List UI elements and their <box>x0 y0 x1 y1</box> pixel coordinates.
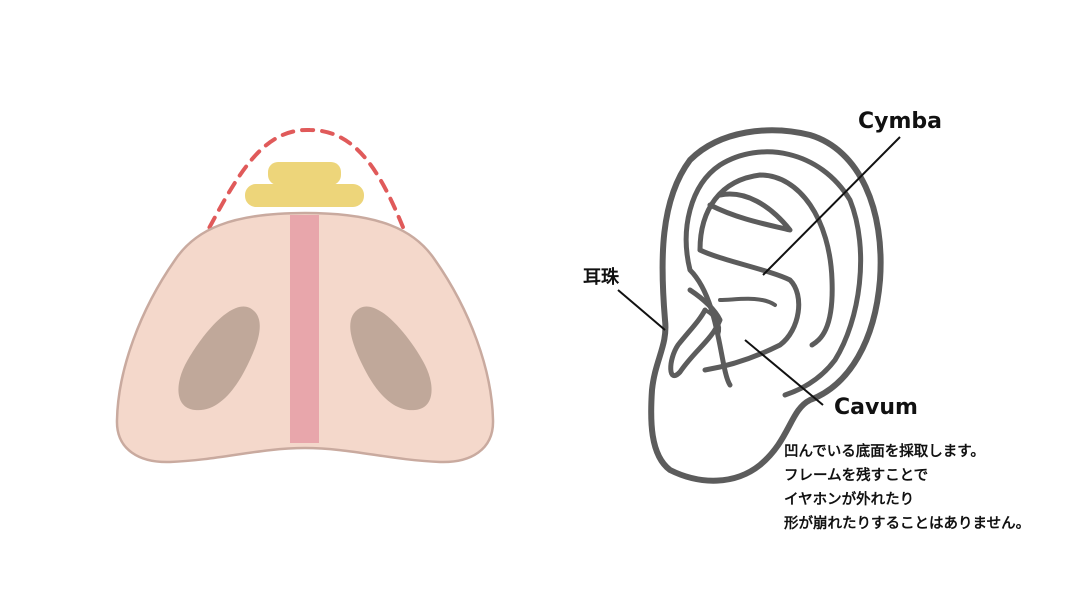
dashed-target-outline <box>198 127 412 247</box>
right-nostril <box>350 306 432 411</box>
ear-diagram <box>648 127 884 484</box>
ear-antitragus <box>668 287 723 378</box>
ear-antihelix <box>697 172 835 348</box>
leader-lines <box>617 136 901 406</box>
tragus-label: 耳珠 <box>583 267 619 288</box>
ear-helix-inner <box>683 149 864 398</box>
note-line: 凹んでいる底面を採取します。 <box>784 444 985 460</box>
graft-upper <box>268 162 341 185</box>
left-nostril <box>178 306 260 411</box>
note-line: イヤホンが外れたり <box>784 492 915 508</box>
explanation-note: 凹んでいる底面を採取します。 フレームを残すことで イヤホンが外れたり 形が崩れ… <box>784 440 1030 536</box>
tragus-leader <box>617 289 666 331</box>
cymba-leader <box>762 136 901 276</box>
cavum-label: Cavum <box>834 395 918 420</box>
ear-tragus-inner <box>703 308 722 337</box>
note-line: フレームを残すことで <box>784 468 929 484</box>
nose-diagram <box>115 127 495 464</box>
ear-scapha <box>707 191 793 233</box>
ear-crus <box>718 296 777 307</box>
graft-lower <box>245 184 364 207</box>
ear-outer-outline <box>648 127 884 484</box>
note-line: 形が崩れたりすることはありません。 <box>784 516 1031 532</box>
ear-cymba-ridge <box>697 247 802 373</box>
cavum-leader <box>744 339 824 406</box>
cymba-label: Cymba <box>858 109 943 134</box>
septum-bar <box>290 215 319 443</box>
